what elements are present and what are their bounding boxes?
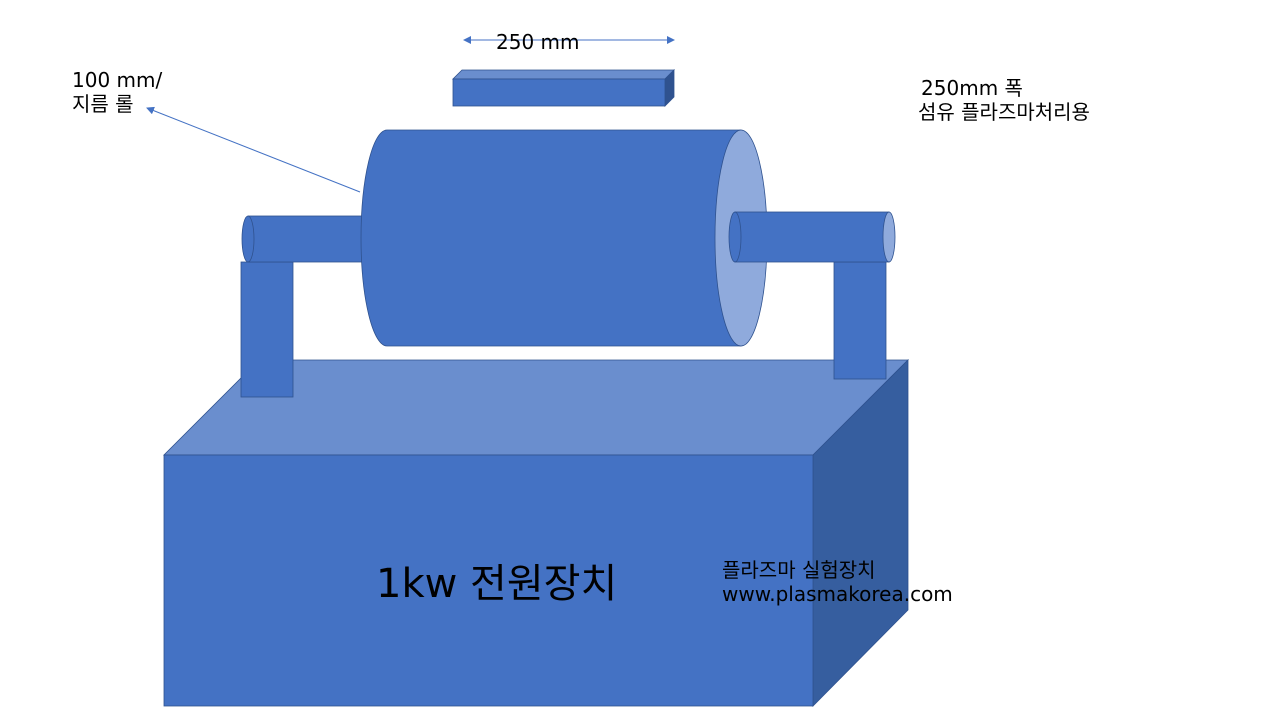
fabric-label: 250mm 폭 섬유 플라즈마처리용 [918, 76, 1090, 124]
website-text: www.plasmakorea.com [722, 582, 953, 606]
product-name: 플라즈마 실험장치 [722, 558, 876, 582]
fabric-purpose-text: 섬유 플라즈마처리용 [918, 100, 1090, 124]
right-shaft [728, 211, 896, 263]
box-front-face [163, 454, 814, 707]
fabric-width-text: 250mm 폭 [921, 76, 1023, 100]
left-shaft [241, 215, 369, 263]
right-support-post [833, 261, 887, 380]
roll-diameter-line2: 지름 롤 [72, 92, 134, 116]
diameter-leader-arrow [146, 106, 361, 193]
fabric-strip [452, 69, 675, 107]
width-dimension-label: 250 mm [496, 30, 580, 54]
roll-diameter-line1: 100 mm/ [72, 68, 163, 92]
right-shaft-end [882, 211, 896, 263]
left-support-post [240, 261, 294, 398]
power-supply-box [163, 359, 909, 707]
roller-cylinder [360, 129, 768, 347]
roll-diameter-label: 100 mm/ 지름 롤 [72, 68, 162, 116]
power-supply-label: 1kw 전원장치 [376, 561, 618, 607]
product-label: 플라즈마 실험장치 www.plasmakorea.com [722, 558, 953, 606]
